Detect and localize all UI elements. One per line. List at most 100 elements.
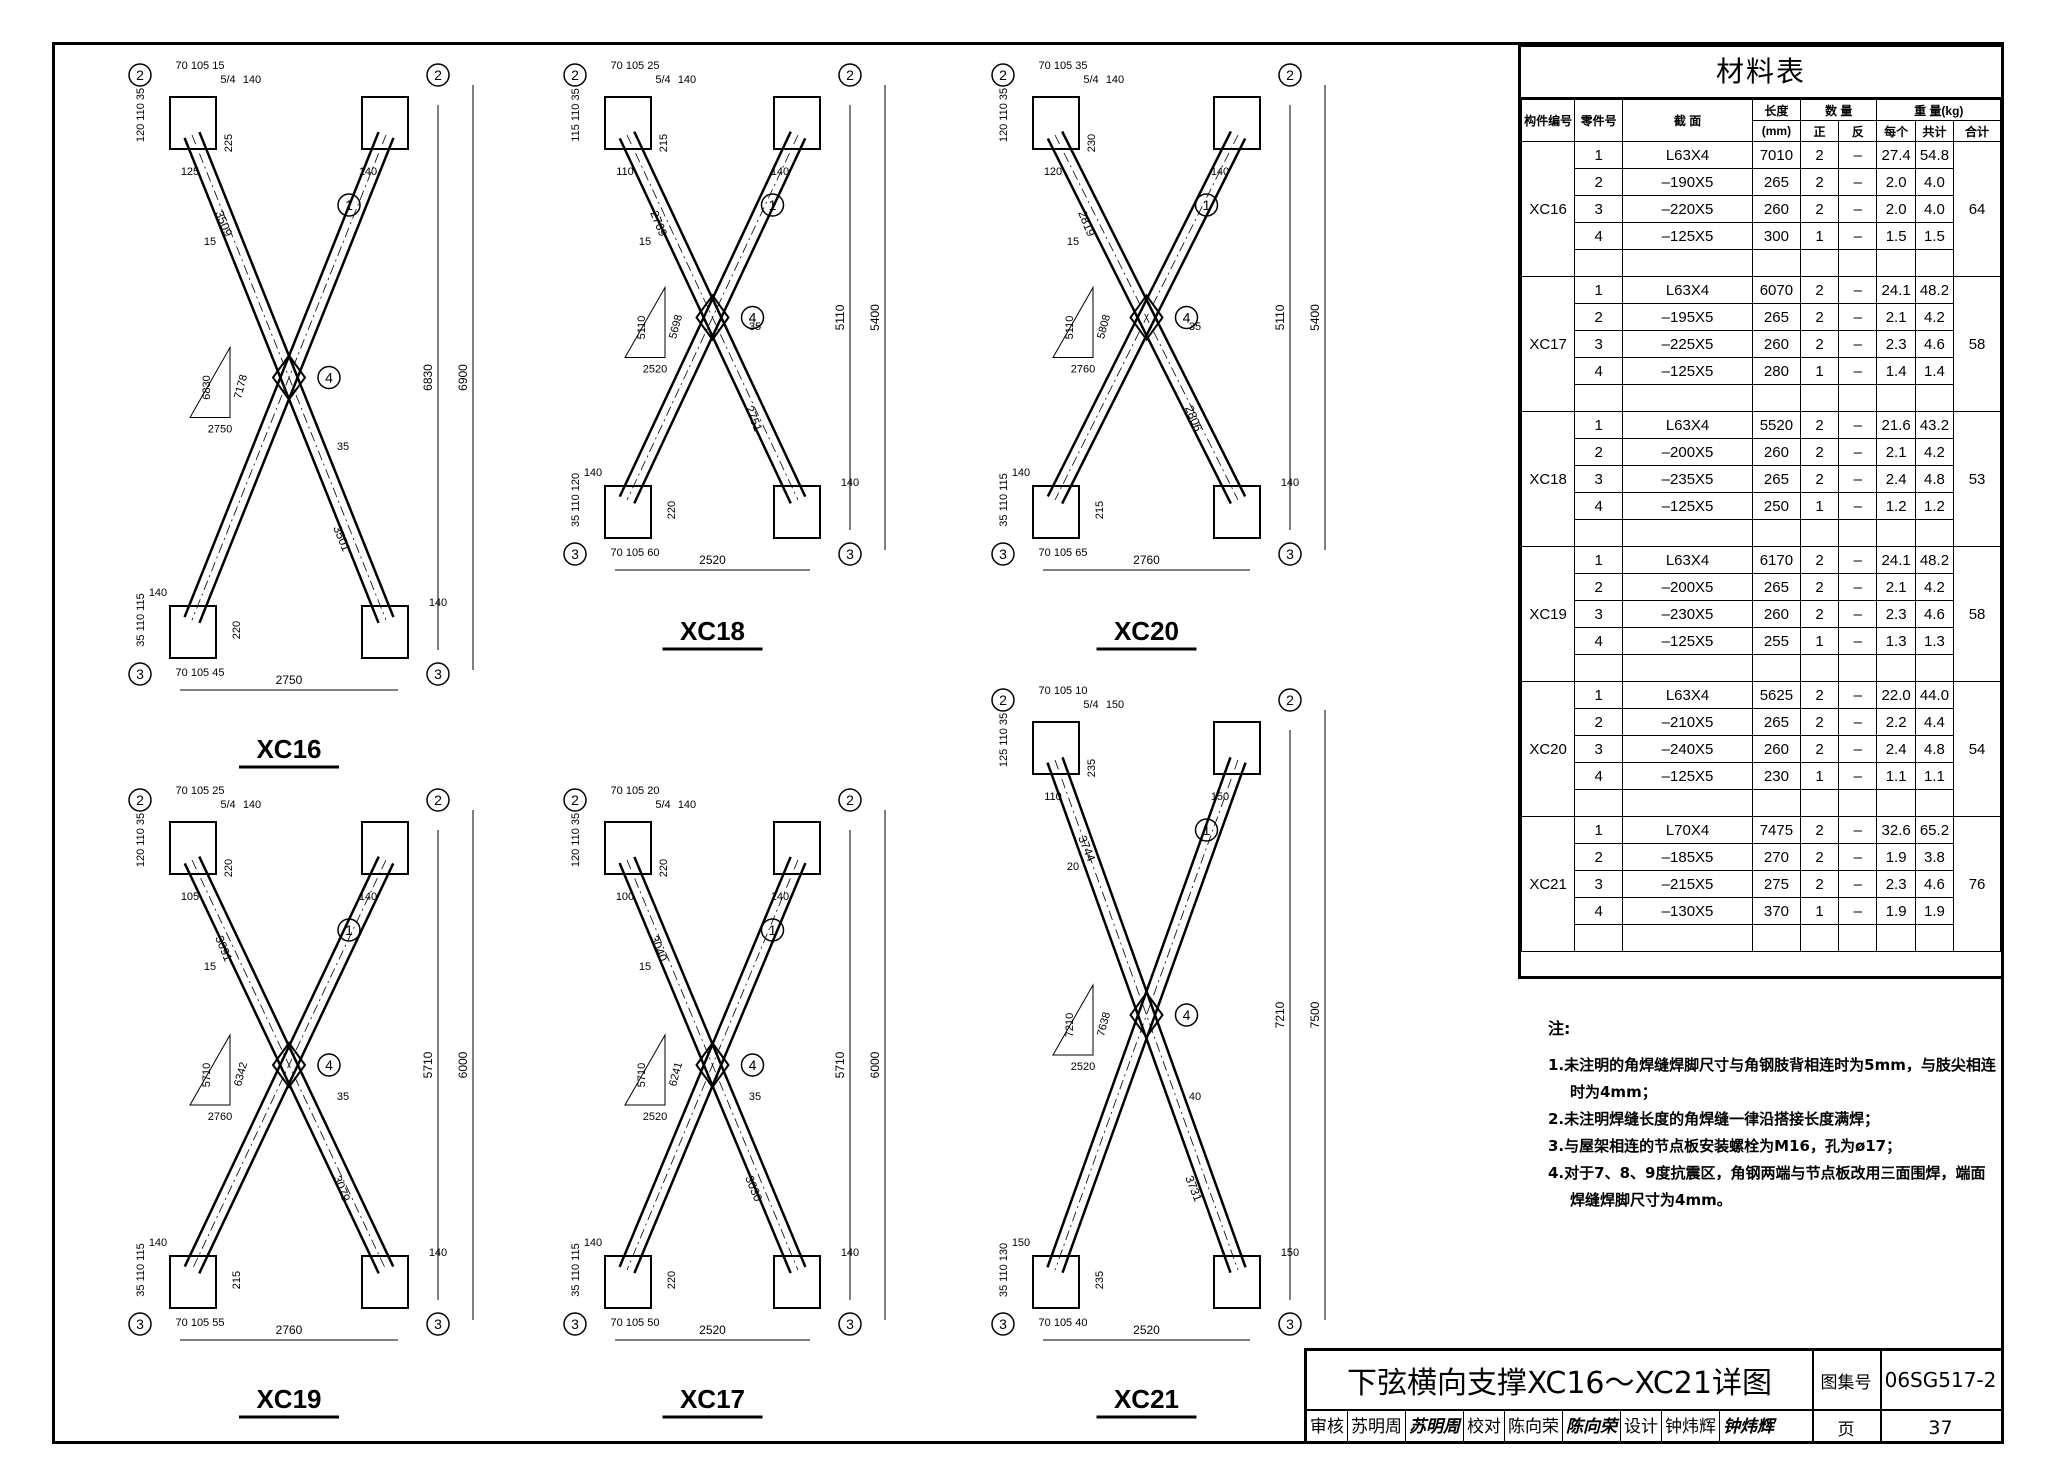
slope-triangle: [189, 345, 231, 418]
dimension-height-total: 6900: [456, 364, 470, 391]
table-cell: 1.5: [1876, 222, 1916, 250]
plate-dimension-bottom: 220: [231, 621, 243, 639]
table-cell: 54.8: [1914, 141, 1955, 169]
gusset-plate: [361, 605, 409, 659]
table-cell: 2: [1574, 168, 1624, 196]
table-cell: –240X5: [1622, 735, 1753, 763]
dimension-width: 2520: [699, 553, 726, 567]
material-table-grid: 构件编号 零件号 截 面 长度 数 量 重 量(kg) (mm) 正 反 每个 …: [1520, 99, 2001, 952]
member-length-2: 3501: [330, 524, 353, 554]
table-cell: –200X5: [1622, 438, 1753, 466]
part-mark-bubble: [838, 788, 862, 812]
part-mark-bubble: [838, 63, 862, 87]
table-cell: –: [1838, 762, 1878, 790]
drawing-label-xc19: XC19: [256, 1384, 321, 1414]
table-cell: –: [1838, 735, 1878, 763]
member-centerline: [626, 859, 799, 1271]
plate-dimension-bottom: 220: [666, 501, 678, 519]
table-cell: –: [1838, 816, 1878, 844]
table-cell: –: [1838, 627, 1878, 655]
table-cell: 4.0: [1914, 168, 1955, 196]
table-cell-blank: [1574, 384, 1624, 412]
part-mark-bubble: [426, 662, 450, 686]
table-cell: –185X5: [1622, 843, 1753, 871]
weld-ratio: 5/4: [1083, 699, 1098, 711]
table-cell: 48.2: [1914, 546, 1955, 574]
dimension-width: 2760: [1133, 553, 1160, 567]
table-cell: –125X5: [1622, 222, 1753, 250]
table-cell: –130X5: [1622, 897, 1753, 925]
table-cell: 230: [1751, 762, 1801, 790]
table-cell: 1: [1574, 276, 1624, 304]
table-cell: 2.1: [1876, 438, 1916, 466]
part-mark: 1: [1203, 822, 1211, 838]
table-cell: 5520: [1751, 411, 1801, 439]
part-mark: 2: [1286, 67, 1294, 83]
filler-plate: [1129, 991, 1164, 1039]
table-cell: 250: [1751, 492, 1801, 520]
gusset-plate: [169, 1255, 217, 1309]
member-centerline: [1054, 134, 1239, 501]
table-cell-blank: [1622, 384, 1753, 412]
gusset-plate: [361, 96, 409, 150]
slope-triangle-hyp: 5698: [667, 313, 685, 340]
angle-member-edge: [1061, 762, 1247, 1274]
height-breakdown-bottom: 35 110 130: [998, 1243, 1010, 1297]
table-cell: 2.4: [1876, 465, 1916, 493]
height-breakdown-top: 120 110 35: [135, 813, 147, 867]
weld-ratio: 5/4: [655, 74, 670, 86]
part-mark: 2: [571, 792, 579, 808]
bolt-spacing-bottom: 70 105 65: [1039, 547, 1088, 559]
note-item: 4.对于7、8、9度抗震区，角钢两端与节点板改用三面围焊，端面焊缝焊脚尺寸为4m…: [1548, 1164, 1986, 1209]
table-cell: 265: [1751, 303, 1801, 331]
table-cell: 3: [1574, 735, 1624, 763]
slope-triangle-hyp: 6342: [232, 1061, 250, 1088]
part-mark-bubble: [991, 63, 1015, 87]
table-cell: –: [1838, 303, 1878, 331]
table-cell: 3: [1574, 330, 1624, 358]
weld-ratio: 5/4: [655, 799, 670, 811]
part-mark: 1: [769, 922, 777, 938]
table-cell: 4: [1574, 492, 1624, 520]
angle-member-edge: [1061, 138, 1247, 505]
table-cell: 265: [1751, 465, 1801, 493]
table-cell: 2: [1799, 600, 1840, 628]
gusset-plate: [1032, 1255, 1080, 1309]
table-cell-blank: [1622, 249, 1753, 277]
gap-dimension: 20: [1067, 861, 1079, 873]
plate-dimension: 225: [223, 134, 235, 152]
checker-signature: 陈向荣: [1563, 1411, 1621, 1444]
group-total: 58: [1953, 276, 2001, 412]
gusset-plate: [361, 821, 409, 875]
table-cell: 1.2: [1876, 492, 1916, 520]
table-cell: –125X5: [1622, 492, 1753, 520]
slope-triangle-base: 2760: [1071, 364, 1095, 376]
gusset-plate: [1213, 1255, 1261, 1309]
table-cell: –: [1838, 492, 1878, 520]
table-cell: 1.4: [1876, 357, 1916, 385]
table-cell: 2: [1799, 573, 1840, 601]
part-mark: 3: [1286, 546, 1294, 562]
gap-dimension: 110: [616, 166, 634, 178]
table-cell: 2.3: [1876, 600, 1916, 628]
angle-member-edge: [618, 137, 792, 504]
table-cell: 6170: [1751, 546, 1801, 574]
part-mark: 3: [571, 1316, 579, 1332]
part-mark-bubble: [317, 1053, 341, 1077]
table-cell: –: [1838, 438, 1878, 466]
part-mark-bubble: [317, 365, 341, 390]
gap-dimension: 40: [1189, 1091, 1201, 1103]
table-cell: 2: [1799, 330, 1840, 358]
member-id: XC17: [1520, 276, 1576, 412]
header-qty-pos: 正: [1799, 120, 1840, 142]
table-cell: 2: [1574, 438, 1624, 466]
review-label: 审核: [1307, 1411, 1348, 1444]
table-cell: –195X5: [1622, 303, 1753, 331]
bolt-spacing-top: 70 105 15: [176, 60, 225, 72]
table-cell-blank: [1622, 654, 1753, 682]
